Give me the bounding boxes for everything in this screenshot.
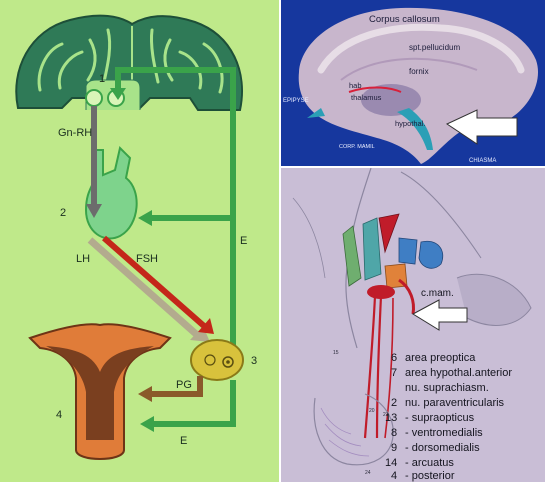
label-thalamus: thalamus (351, 93, 382, 102)
label-c-mam: c.mam. (421, 288, 454, 299)
nuclei-illustration-svg: c.mam. 15 20 21 24 6 area preoptica 7 ar… (281, 168, 545, 482)
label-hab: hab (349, 81, 362, 90)
hypothalamic-nuclei-illustration: c.mam. 15 20 21 24 6 area preoptica 7 ar… (281, 168, 545, 482)
label-num-21: 21 (383, 412, 389, 418)
label-num-4: 4 (56, 409, 62, 421)
nuclei-legend: 6 area preoptica 7 area hypothal.anterio… (385, 352, 512, 482)
sagittal-brain-svg: Corpus callosum spt.pellucidum fornix ha… (281, 0, 545, 166)
label-fsh: FSH (136, 253, 158, 265)
label-gnrh: Gn-RH (58, 127, 92, 139)
legend-item: 14 - arcuatus (385, 457, 454, 469)
ovary (190, 339, 244, 381)
label-num-1: 1 (99, 73, 105, 85)
legend-text: - arcuatus (405, 457, 454, 469)
lh-arrow (87, 237, 210, 342)
legend-text: - ventromedialis (405, 427, 483, 439)
pg-arrow (138, 376, 203, 402)
sagittal-brain-photo: Corpus callosum spt.pellucidum fornix ha… (281, 0, 545, 166)
label-num-3: 3 (251, 355, 257, 367)
legend-num: 7 (391, 367, 397, 379)
fsh-arrow (102, 235, 214, 334)
legend-num: 2 (391, 397, 397, 409)
legend-num: 14 (385, 457, 397, 469)
legend-text: area preoptica (405, 352, 476, 364)
label-e-upper: E (240, 235, 247, 247)
pituitary-gland (84, 146, 138, 240)
legend-item: nu. suprachiasm. (405, 382, 489, 394)
label-num-2: 2 (60, 207, 66, 219)
label-chiasma: CHIASMA (469, 158, 496, 164)
legend-text: nu. paraventricularis (405, 397, 505, 409)
legend-text: nu. suprachiasm. (405, 382, 489, 394)
legend-text: area hypothal.anterior (405, 367, 512, 379)
estrogen-arrow-lower (140, 380, 236, 432)
legend-item: 13 - supraopticus (385, 412, 475, 424)
label-num-15: 15 (333, 350, 339, 356)
label-lh: LH (76, 253, 90, 265)
legend-item: 8 - ventromedialis (391, 427, 483, 439)
label-e-lower: E (180, 435, 187, 447)
legend-num: 4 (391, 470, 397, 482)
label-fornix: fornix (409, 67, 429, 76)
legend-item: 7 area hypothal.anterior (391, 367, 512, 379)
legend-text: - posterior (405, 470, 455, 482)
legend-num: 9 (391, 442, 397, 454)
hormonal-axis-diagram: 1 Gn-RH 2 E LH FSH 3 4 PG E (0, 0, 279, 482)
legend-item: 2 nu. paraventricularis (391, 397, 505, 409)
uterus (28, 323, 172, 460)
label-corpus-callosum: Corpus callosum (369, 14, 440, 25)
label-corp-mamil: CORP. MAMIL (339, 144, 375, 150)
label-num-20: 20 (369, 408, 375, 414)
axis-diagram-svg: 1 Gn-RH 2 E LH FSH 3 4 PG E (15, 14, 257, 460)
legend-item: 4 - posterior (391, 470, 455, 482)
legend-item: 6 area preoptica (391, 352, 476, 364)
legend-num: 8 (391, 427, 397, 439)
legend-text: - supraopticus (405, 412, 475, 424)
label-spt-pellucidum: spt.pellucidum (409, 43, 460, 52)
label-epiphyse: EPIPYSE (283, 98, 309, 104)
legend-num: 13 (385, 412, 397, 424)
label-pg: PG (176, 379, 192, 391)
label-hypothal: hypothal. (395, 119, 425, 128)
legend-item: 9 - dorsomedialis (391, 442, 480, 454)
estrogen-feedback-arrow-upper (110, 67, 236, 352)
label-num-24: 24 (365, 470, 371, 476)
legend-text: - dorsomedialis (405, 442, 480, 454)
gnrh-arrow (86, 106, 102, 218)
legend-num: 6 (391, 352, 397, 364)
brain-coronal-section (15, 14, 244, 111)
